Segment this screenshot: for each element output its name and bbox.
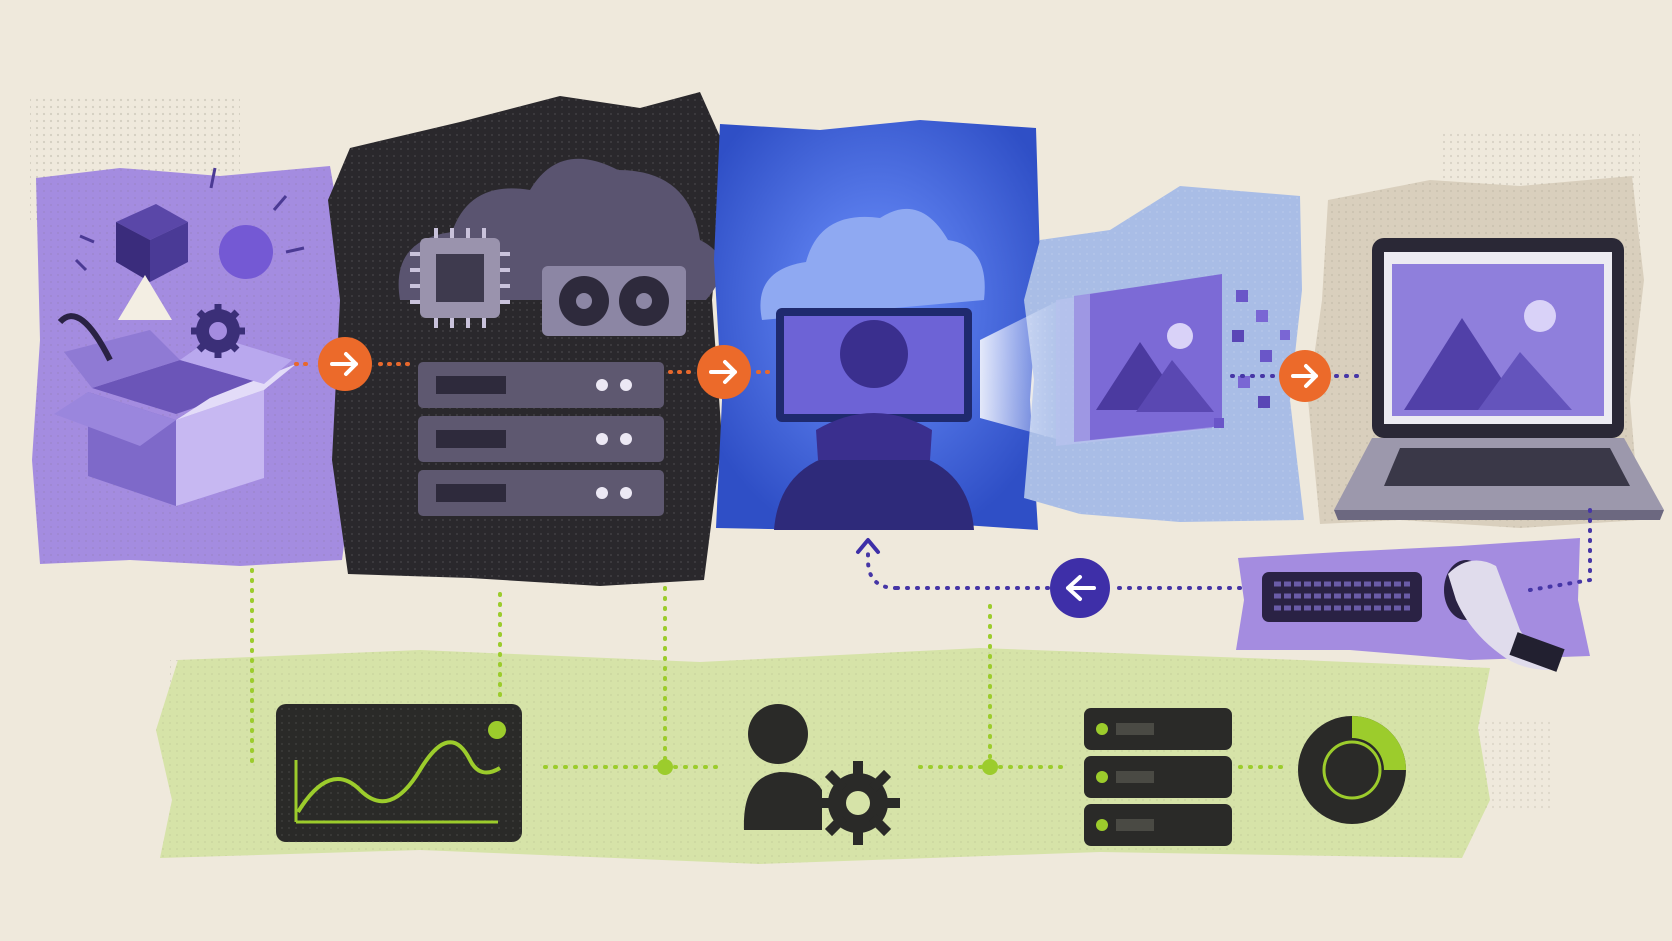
right-arrow-icon: [697, 345, 751, 399]
monitoring-connectors: [250, 566, 1287, 775]
input-return-flow: [856, 508, 1592, 618]
forward-flow: [294, 337, 1362, 402]
laptop-icon: [1334, 238, 1664, 520]
stage-box-panel: [32, 166, 350, 566]
right-arrow-icon: [1279, 350, 1331, 402]
donut-gauge-icon: [1298, 716, 1406, 824]
stage-cloud-hardware-panel: [328, 92, 726, 586]
user-settings-icon: [743, 704, 900, 845]
stage-cloud-user-panel: [714, 120, 1040, 530]
server-status-icon: [1084, 708, 1232, 846]
cloud-user-at-monitor-icon: [760, 208, 985, 530]
stage-stream-frames-panel: [980, 186, 1304, 522]
cloud-gpu-server-rack-icon: [398, 158, 722, 516]
left-arrow-icon: [1050, 558, 1110, 618]
stage-laptop-panel: [1308, 176, 1664, 528]
streamed-image-frames-icon: [1056, 274, 1290, 446]
open-box-with-shapes-icon: [54, 167, 305, 506]
stage-input-devices-panel: [1236, 538, 1590, 672]
right-arrow-icon: [318, 337, 372, 391]
line-chart-dashboard-icon: [276, 704, 522, 842]
keyboard-mouse-hand-icon: [1262, 560, 1565, 672]
